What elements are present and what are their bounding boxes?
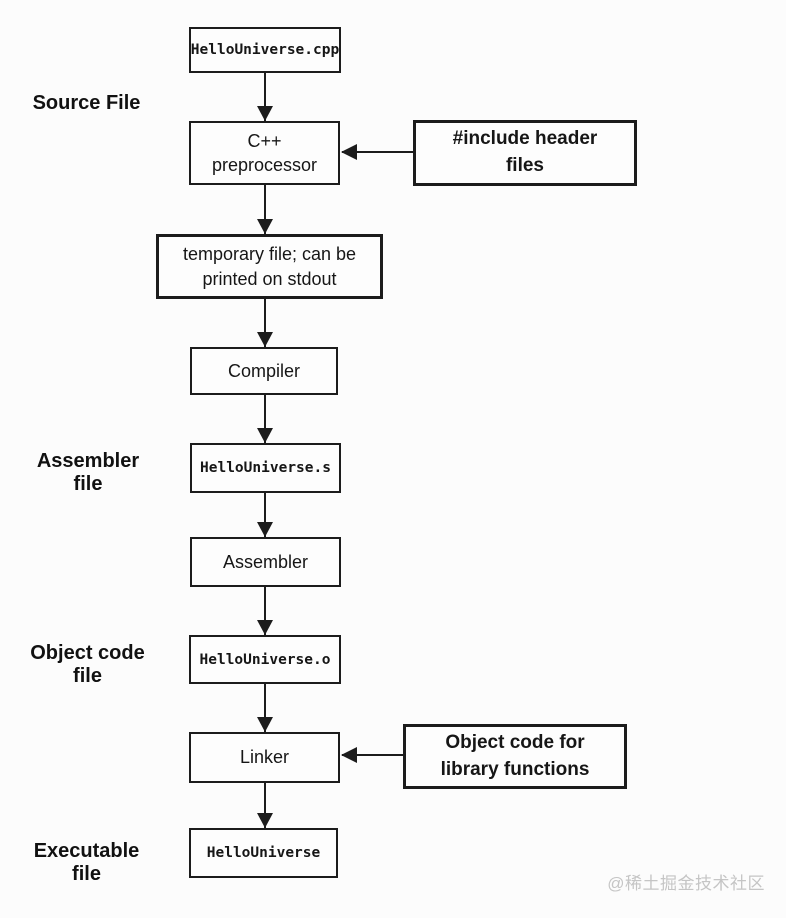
arrow-preprocessor-to-tempfile xyxy=(257,185,273,234)
node-cpp-preprocessor: C++ preprocessor xyxy=(189,121,340,185)
node-hellouniverse-cpp: HelloUniverse.cpp xyxy=(189,27,341,73)
label-executable-file: Executable file xyxy=(33,840,140,885)
arrow-cpp-to-preprocessor xyxy=(257,73,273,121)
node-include-header-files: #include header files xyxy=(413,120,637,186)
arrow-include-to-preprocessor xyxy=(341,144,413,160)
arrow-linker-to-executable xyxy=(257,783,273,828)
watermark-text: @稀土掘金技术社区 xyxy=(607,874,765,893)
label-object-code-file: Object code file xyxy=(30,642,145,687)
arrow-tempfile-to-compiler xyxy=(257,299,273,347)
arrow-assembler-to-objfile xyxy=(257,587,273,635)
arrow-library-to-linker xyxy=(341,747,403,763)
node-compiler: Compiler xyxy=(190,347,338,395)
label-source-file: Source File xyxy=(32,92,141,114)
arrow-compiler-to-asmfile xyxy=(257,395,273,443)
node-object-code-library: Object code for library functions xyxy=(403,724,627,789)
node-hellouniverse-s: HelloUniverse.s xyxy=(190,443,341,493)
node-linker: Linker xyxy=(189,732,340,783)
node-hellouniverse-o: HelloUniverse.o xyxy=(189,635,341,684)
node-temporary-file: temporary file; can be printed on stdout xyxy=(156,234,383,299)
node-hellouniverse-executable: HelloUniverse xyxy=(189,828,338,878)
label-assembler-file: Assembler file xyxy=(36,450,140,495)
arrow-objfile-to-linker xyxy=(257,684,273,732)
node-assembler: Assembler xyxy=(190,537,341,587)
arrow-asmfile-to-assembler xyxy=(257,493,273,537)
